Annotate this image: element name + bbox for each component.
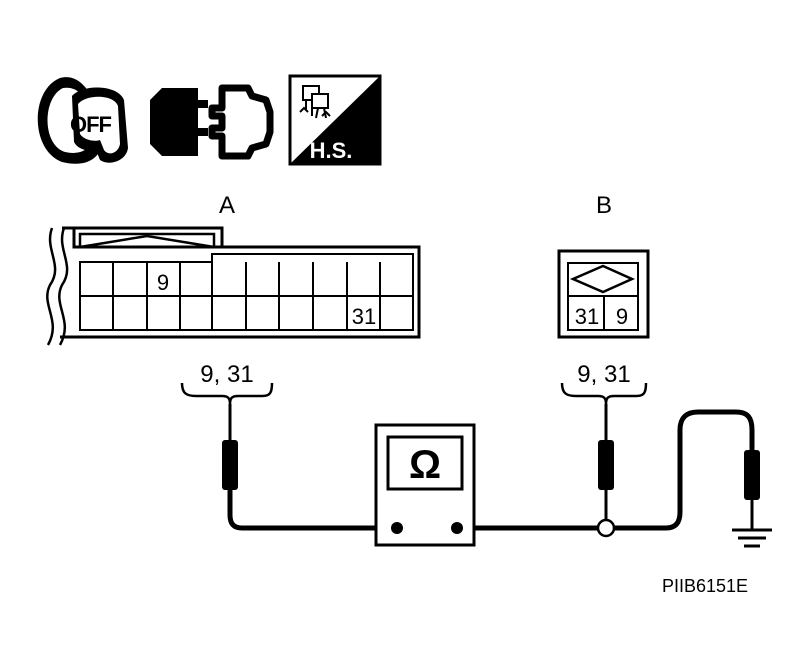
harness-side-label: H.S. <box>310 138 353 163</box>
ohmmeter: Ω <box>374 423 476 547</box>
connector-a-label: A <box>219 192 235 219</box>
ohmmeter-terminal-right <box>451 522 463 534</box>
ohmmeter-terminal-left <box>391 522 403 534</box>
connector-a-terminals: 9, 31 <box>200 361 253 388</box>
ground-lead <box>614 409 760 531</box>
connector-b-pin-31: 31 <box>575 304 599 329</box>
connector-a-pin-31: 31 <box>352 304 376 329</box>
connector-b-body: 31 9 <box>557 249 650 339</box>
connector-a-pin-9: 9 <box>157 270 169 295</box>
probe-wire-b <box>460 404 614 531</box>
disconnect-connector-icon <box>150 84 274 160</box>
junction-point <box>596 518 616 538</box>
connector-b-label: B <box>596 192 612 219</box>
connector-a-body: 9 31 <box>46 226 421 346</box>
ohm-symbol: Ω <box>409 443 441 487</box>
ground-icon <box>732 528 772 548</box>
ignition-key-off-icon: OFF <box>37 77 128 164</box>
ignition-off-label: OFF <box>70 112 112 137</box>
probe-wire-a <box>222 404 396 531</box>
figure-code: PIIB6151E <box>662 576 748 596</box>
connector-b-terminals: 9, 31 <box>577 361 630 388</box>
connector-b-pin-9: 9 <box>616 304 628 329</box>
harness-side-icon: H.S. <box>288 74 382 166</box>
